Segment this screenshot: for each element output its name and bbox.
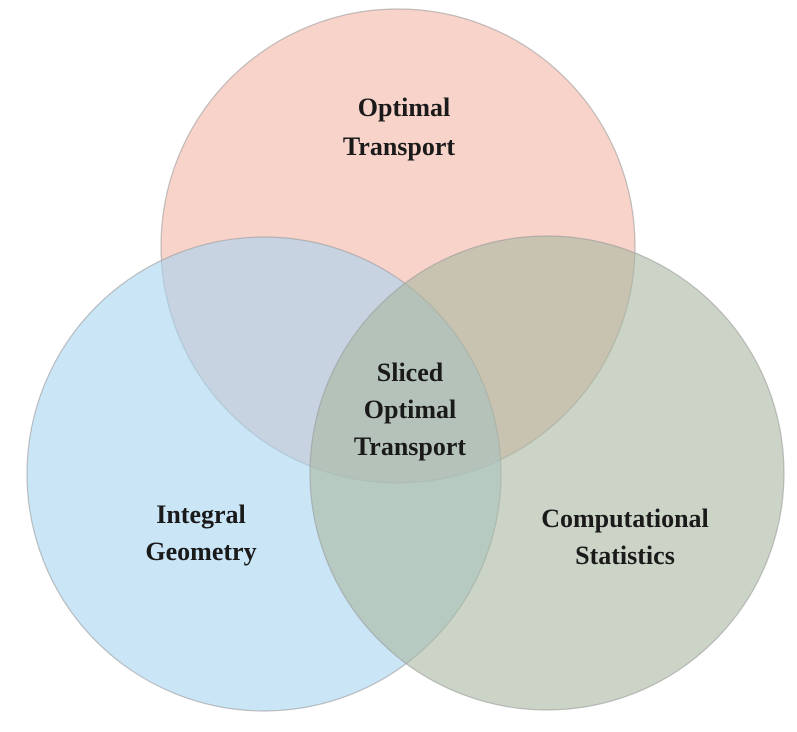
label-line: Statistics [575, 541, 675, 570]
label-sliced-optimal-transport: Sliced Optimal Transport [354, 358, 467, 461]
label-line: Geometry [145, 537, 256, 566]
label-line: Optimal [358, 93, 450, 122]
circles [26, 8, 785, 712]
label-optimal-transport: Optimal Transport [343, 93, 456, 161]
label-line: Transport [343, 132, 456, 161]
label-line: Optimal [364, 395, 456, 424]
label-line: Integral [156, 500, 246, 529]
label-line: Sliced [377, 358, 444, 387]
label-integral-geometry: Integral Geometry [145, 500, 256, 566]
label-line: Transport [354, 432, 467, 461]
label-computational-statistics: Computational Statistics [541, 504, 709, 570]
label-line: Computational [541, 504, 709, 533]
circle-computational-statistics [309, 235, 785, 711]
